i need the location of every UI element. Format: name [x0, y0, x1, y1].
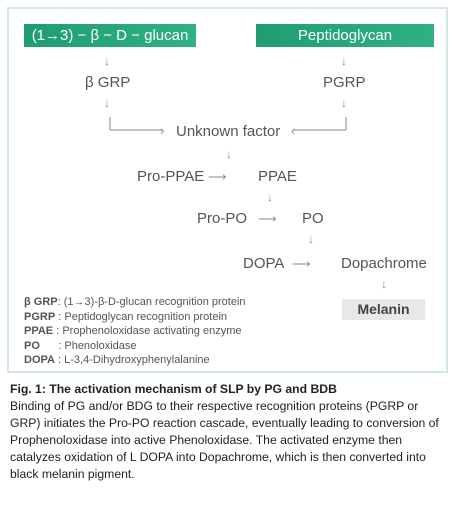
melanin-node: Melanin	[342, 299, 425, 320]
figure-caption: Fig. 1: The activation mechanism of SLP …	[10, 381, 450, 483]
arrow-right-icon: ⟶	[292, 256, 311, 271]
arrow-down-icon: ↓	[381, 277, 387, 291]
arrow-left-icon: ‹	[291, 123, 296, 138]
legend-row: DOPA : L-3,4-Dihydroxyphenylalanine	[24, 354, 210, 366]
ppae-node: PPAE	[258, 168, 297, 185]
abbreviation-legend: β GRP: (1→3)-β-D-glucan recognition prot…	[24, 295, 246, 368]
po-node: PO	[302, 210, 324, 227]
arrow-down-icon: ↓	[308, 232, 314, 246]
dopachrome-node: Dopachrome	[341, 255, 427, 272]
legend-row: β GRP: (1→3)-β-D-glucan recognition prot…	[24, 296, 246, 308]
pgrp-node: PGRP	[323, 74, 366, 91]
beta-grp-node: β GRP	[85, 74, 131, 91]
legend-row: PPAE : Prophenoloxidase activating enzym…	[24, 325, 242, 337]
arrow-down-icon: ↓	[341, 54, 347, 68]
dopa-node: DOPA	[243, 255, 285, 272]
caption-body: Binding of PG and/or BDG to their respec…	[10, 399, 439, 481]
caption-title: Fig. 1: The activation mechanism of SLP …	[10, 382, 337, 396]
arrow-down-icon: ↓	[341, 96, 347, 110]
glucan-header: (1→3) − β − D − glucan	[24, 24, 196, 47]
arrow-down-icon: ↓	[226, 147, 232, 161]
unknown-factor-node: Unknown factor	[176, 123, 281, 140]
legend-row: PGRP : Peptidoglycan recognition protein	[24, 310, 228, 323]
arrow-down-icon: ↓	[104, 54, 110, 68]
pro-po-node: Pro-PO	[197, 210, 248, 227]
peptidoglycan-header: Peptidoglycan	[256, 24, 434, 47]
arrow-right-icon: ›	[160, 123, 165, 138]
legend-row: PO : Phenoloxidase	[24, 339, 137, 352]
pro-ppae-node: Pro-PPAE	[137, 168, 205, 185]
arrow-down-icon: ↓	[104, 96, 110, 110]
arrow-right-icon: ⟶	[258, 211, 277, 226]
arrow-right-icon: ⟶	[208, 169, 227, 184]
arrow-down-icon: ↓	[267, 190, 273, 204]
